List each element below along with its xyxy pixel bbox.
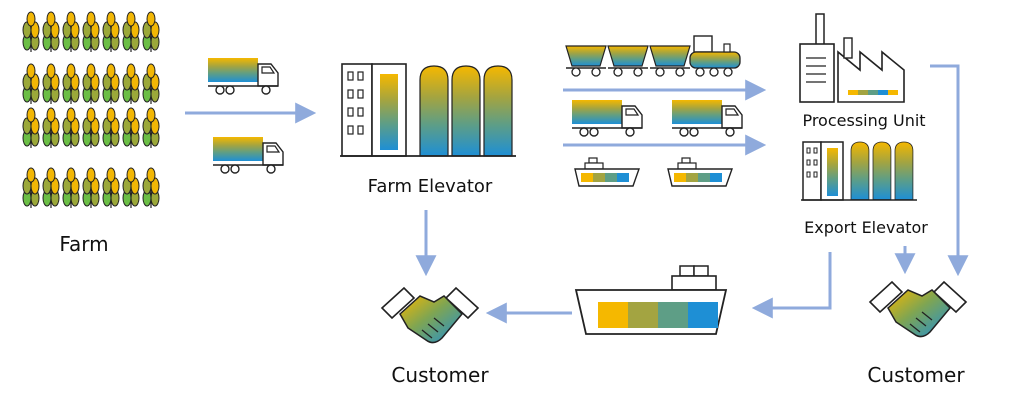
- arrow-processing-to-customer: [930, 64, 969, 277]
- cargo-ship-icon-small-left: [574, 157, 640, 187]
- factory-icon: [799, 13, 905, 103]
- export-elevator-icon: [801, 141, 917, 201]
- export-elevator-label: Export Elevator: [804, 218, 928, 237]
- truck-icon-bottom: [212, 136, 284, 174]
- customer-left-label: Customer: [391, 363, 489, 387]
- arrow-export-to-ship: [751, 252, 832, 319]
- truck-icon-middle-right: [671, 99, 743, 137]
- truck-icon-top: [207, 57, 279, 95]
- truck-icon-middle-left: [571, 99, 643, 137]
- farm-elevator-label: Farm Elevator: [368, 176, 493, 197]
- processing-unit-label: Processing Unit: [802, 111, 925, 130]
- handshake-icon-left: [381, 287, 479, 344]
- cargo-ship-icon-large: [574, 265, 728, 335]
- customer-right-label: Customer: [867, 363, 965, 387]
- cargo-ship-icon-small-right: [667, 157, 733, 187]
- handshake-icon-right: [869, 281, 967, 338]
- farm-wheat-icon: [22, 11, 160, 209]
- farm-label: Farm: [59, 232, 109, 256]
- freight-train-icon: [565, 35, 741, 77]
- farm-elevator-icon: [340, 63, 516, 157]
